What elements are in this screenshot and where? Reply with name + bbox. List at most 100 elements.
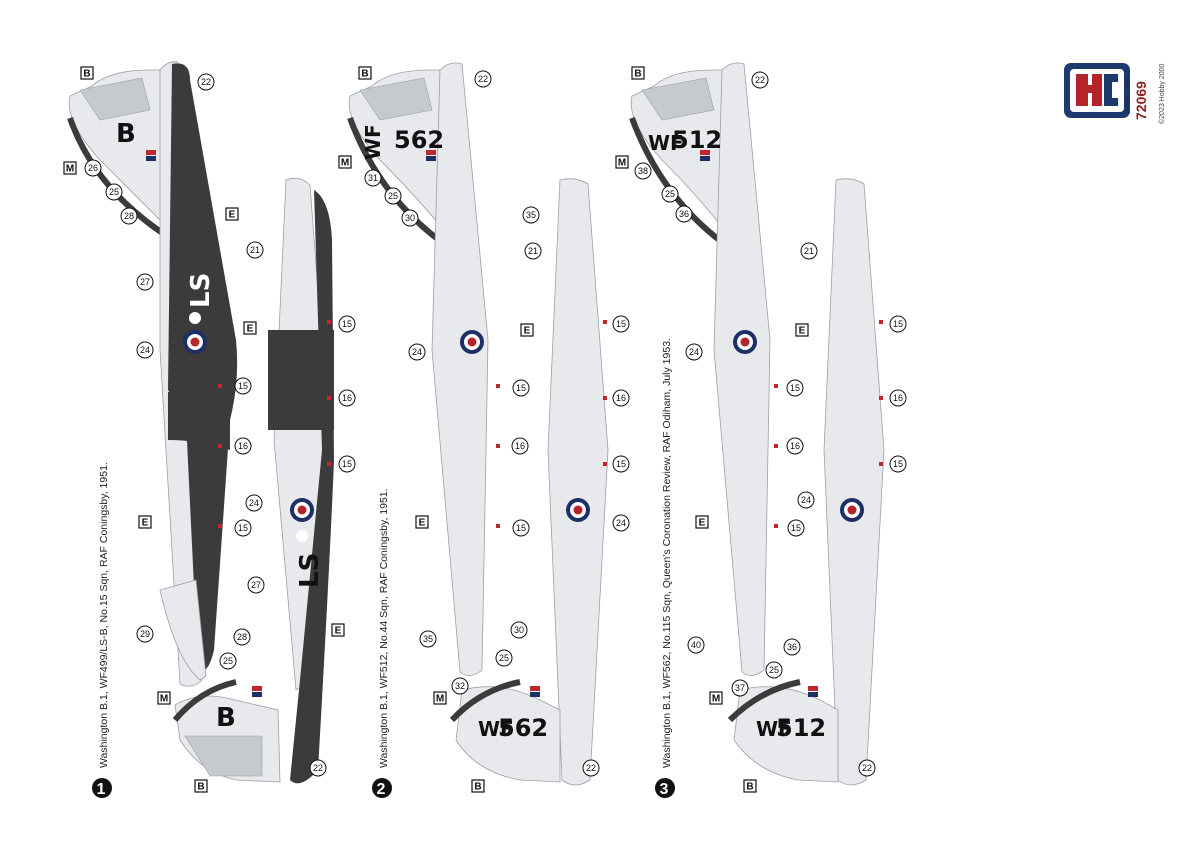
decal-callout-number: 25 bbox=[109, 187, 119, 197]
scheme-1-right-profile: LS B bbox=[216, 177, 334, 784]
squadron-code: LS bbox=[186, 273, 216, 308]
decal-callout-number: 16 bbox=[616, 393, 626, 403]
scheme-1-left-profile: LS B bbox=[67, 61, 281, 783]
decal-callout: 22 bbox=[751, 71, 769, 89]
scheme-caption: Washington B.1, WF562, No.115 Sqn, Queen… bbox=[661, 338, 673, 768]
decal-callout-number: 40 bbox=[691, 640, 701, 650]
letter-marker-b: B bbox=[358, 66, 372, 80]
decal-callout: 32 bbox=[451, 677, 469, 695]
letter-marker-text: B bbox=[746, 782, 753, 793]
decal-callout-number: 25 bbox=[665, 189, 675, 199]
stencil-marks bbox=[218, 320, 883, 528]
decal-callout-number: 15 bbox=[342, 459, 352, 469]
scheme-1-label: 1 Washington B.1, WF499/LS-B, No.15 Sqn,… bbox=[92, 462, 112, 798]
scheme-3-right-profile: WF 512 bbox=[727, 178, 885, 786]
letter-marker-text: E bbox=[699, 518, 706, 529]
letter-marker-b: B bbox=[631, 66, 645, 80]
fin-flash bbox=[808, 686, 818, 697]
decal-callout-number: 15 bbox=[791, 523, 801, 533]
decal-callout: 28 bbox=[233, 628, 251, 646]
decal-callout-number: 25 bbox=[223, 656, 233, 666]
letter-marker-text: E bbox=[247, 324, 254, 335]
letter-marker-text: M bbox=[160, 694, 168, 705]
decal-callout-number: 15 bbox=[342, 319, 352, 329]
aircraft-letter: B bbox=[216, 703, 236, 733]
decal-callout-number: 31 bbox=[368, 173, 378, 183]
decal-callout: 24 bbox=[685, 343, 703, 361]
letter-marker-text: E bbox=[335, 626, 342, 637]
letter-marker-text: M bbox=[618, 158, 626, 169]
letter-marker-e: E bbox=[415, 515, 429, 529]
letter-marker-text: E bbox=[419, 518, 426, 529]
serial-number: 512 bbox=[776, 714, 826, 742]
decal-callout-number: 22 bbox=[755, 75, 765, 85]
letter-marker-text: B bbox=[474, 782, 481, 793]
scheme-3-left-profile: WF 512 bbox=[629, 62, 771, 676]
decal-callout: 25 bbox=[384, 187, 402, 205]
decal-callout: 15 bbox=[612, 315, 630, 333]
decal-callout: 15 bbox=[512, 379, 530, 397]
decal-callout-number: 15 bbox=[238, 523, 248, 533]
letter-marker-b: B bbox=[471, 779, 485, 793]
decal-callout-number: 24 bbox=[616, 518, 626, 528]
letter-marker-b: B bbox=[743, 779, 757, 793]
fin-flash bbox=[530, 686, 540, 697]
squadron-code: LS bbox=[295, 553, 325, 588]
letter-marker-text: B bbox=[361, 69, 368, 80]
decal-callout-number: 37 bbox=[735, 683, 745, 693]
decal-callout: 36 bbox=[783, 638, 801, 656]
decal-callout: 27 bbox=[247, 576, 265, 594]
decal-callout: 22 bbox=[582, 759, 600, 777]
scheme-2-label: 2 Washington B.1, WF512, No.44 Sqn, RAF … bbox=[372, 488, 392, 798]
scheme-caption: Washington B.1, WF512, No.44 Sqn, RAF Co… bbox=[378, 488, 390, 768]
decal-callout: 27 bbox=[136, 273, 154, 291]
decal-callout: 15 bbox=[786, 379, 804, 397]
letter-marker-text: B bbox=[83, 69, 90, 80]
decal-callout: 26 bbox=[84, 159, 102, 177]
decal-callout: 16 bbox=[338, 389, 356, 407]
decal-callout: 15 bbox=[338, 455, 356, 473]
brand-name: HOBBY 2000 bbox=[1126, 76, 1132, 113]
decal-callout-number: 16 bbox=[790, 441, 800, 451]
letter-marker-e: E bbox=[695, 515, 709, 529]
copyright-notice: ©2023 Hobby 2000 bbox=[1158, 63, 1166, 124]
decal-callout-number: 25 bbox=[769, 665, 779, 675]
brand-logo: HOBBY 2000 72069 ©2023 Hobby 2000 bbox=[1064, 63, 1166, 124]
decal-callout-number: 24 bbox=[249, 498, 259, 508]
scheme-caption: Washington B.1, WF499/LS-B, No.15 Sqn, R… bbox=[98, 462, 110, 768]
decal-callout: 16 bbox=[234, 437, 252, 455]
decal-callout-number: 32 bbox=[455, 681, 465, 691]
decal-callout: 21 bbox=[800, 242, 818, 260]
decal-callout: 15 bbox=[612, 455, 630, 473]
scheme-number: 1 bbox=[97, 781, 106, 798]
fin-flash bbox=[700, 150, 710, 161]
decal-callout-number: 28 bbox=[237, 632, 247, 642]
decal-callout: 22 bbox=[197, 73, 215, 91]
scheme-2-left-profile: WF 562 bbox=[347, 62, 489, 676]
decal-callout: 29 bbox=[136, 625, 154, 643]
serial-number: 562 bbox=[394, 126, 444, 154]
fin-flash bbox=[146, 150, 156, 161]
decal-callout: 22 bbox=[858, 759, 876, 777]
decal-callout-number: 16 bbox=[238, 441, 248, 451]
decal-callout: 31 bbox=[364, 169, 382, 187]
scheme-number: 3 bbox=[660, 781, 669, 798]
letter-marker-e: E bbox=[243, 321, 257, 335]
decal-callout: 15 bbox=[338, 315, 356, 333]
decal-callout: 24 bbox=[408, 343, 426, 361]
letter-marker-text: M bbox=[341, 158, 349, 169]
decal-callout: 24 bbox=[612, 514, 630, 532]
decal-callout: 24 bbox=[136, 341, 154, 359]
scheme-3-label: 3 Washington B.1, WF562, No.115 Sqn, Que… bbox=[655, 338, 675, 798]
decal-callout: 38 bbox=[634, 162, 652, 180]
roundel bbox=[566, 498, 590, 522]
decal-callout-number: 38 bbox=[638, 166, 648, 176]
letter-marker-text: E bbox=[229, 210, 236, 221]
letter-marker-m: M bbox=[709, 691, 723, 705]
letter-marker-e: E bbox=[225, 207, 239, 221]
decal-callout: 24 bbox=[245, 494, 263, 512]
decal-callout: 25 bbox=[219, 652, 237, 670]
serial-prefix: WF bbox=[756, 717, 792, 741]
